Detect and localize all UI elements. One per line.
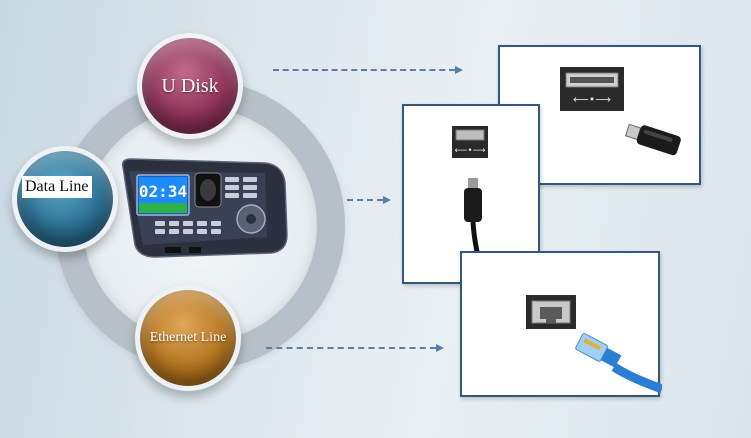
ethernet-arrow-line <box>266 347 436 349</box>
rj45-port-icon <box>526 295 576 329</box>
clock-display: 02:34 <box>139 182 187 201</box>
ethernet-arrow-head <box>436 344 444 352</box>
data-line-arrow-line <box>347 199 383 201</box>
udisk-label: U Disk <box>161 74 219 97</box>
fingerprint-terminal-icon: 02:34 <box>121 158 288 258</box>
usb-port-icon: ⟵•⟶ <box>560 67 624 111</box>
svg-text:⟵•⟶: ⟵•⟶ <box>573 93 611 106</box>
ethernet-line-label: Ethernet Line <box>149 330 227 345</box>
data-line-orb <box>12 146 118 252</box>
ethernet-card <box>460 251 662 397</box>
udisk-arrow-head <box>455 66 463 74</box>
svg-text:⟵•⟶: ⟵•⟶ <box>454 146 485 156</box>
ethernet-cable-icon <box>575 333 662 394</box>
usb-flash-drive-icon <box>624 123 681 156</box>
mini-usb-port-icon: ⟵•⟶ <box>452 126 488 158</box>
udisk-orb: U Disk <box>137 33 243 139</box>
udisk-arrow-line <box>273 69 455 71</box>
ethernet-line-orb: Ethernet Line <box>135 285 241 391</box>
data-line-arrow-head <box>383 196 391 204</box>
data-line-label: Data Line <box>22 176 92 198</box>
